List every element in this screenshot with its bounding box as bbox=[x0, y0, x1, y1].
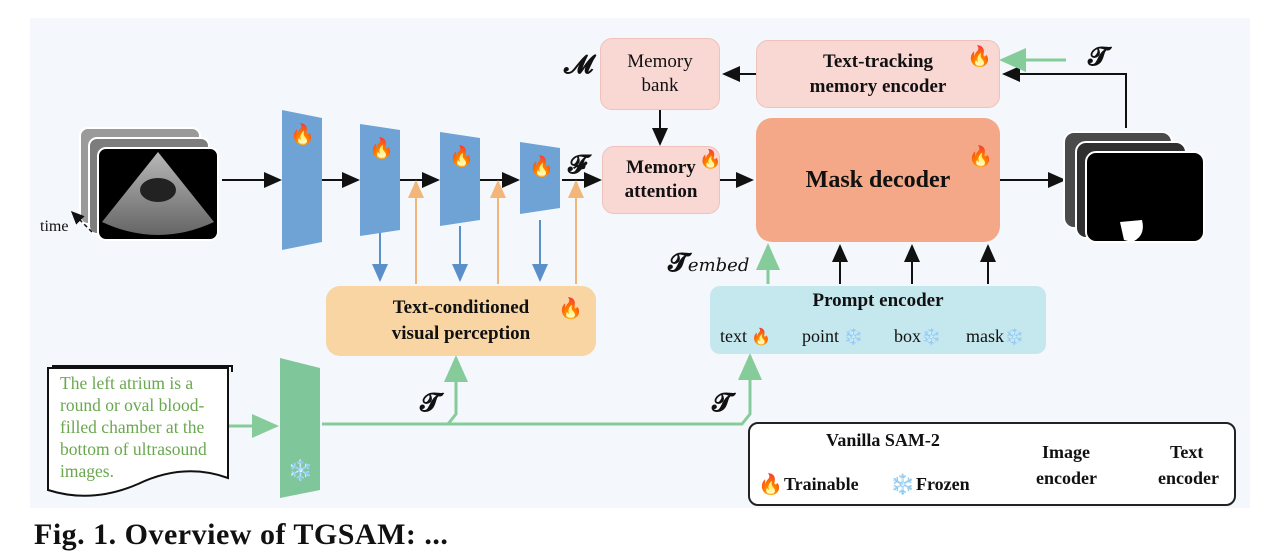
fire-icon: 🔥 bbox=[290, 124, 315, 146]
fire-icon: 🔥 bbox=[968, 146, 993, 168]
output-masks bbox=[1063, 131, 1205, 243]
legend-text-encoder-line1: Text bbox=[1170, 442, 1204, 462]
snowflake-icon: ❄️ bbox=[288, 460, 313, 482]
memory-symbol: 𝓜 bbox=[564, 50, 594, 79]
input-frames bbox=[70, 127, 219, 241]
fire-icon: 🔥 bbox=[967, 46, 992, 68]
prompt-cell-text: text 🔥 bbox=[720, 326, 771, 346]
text-tracking-memory-encoder: Text-tracking memory encoder 🔥 bbox=[756, 40, 1000, 108]
legend-frozen-label: Frozen bbox=[916, 474, 970, 494]
mask-decoder: Mask decoder 🔥 bbox=[756, 118, 1000, 242]
legend-trainable-label: Trainable bbox=[784, 474, 859, 494]
fire-icon: 🔥 bbox=[558, 298, 583, 320]
legend: Vanilla SAM-2 🔥 Trainable ❄️ Frozen Imag… bbox=[748, 422, 1236, 506]
fire-icon: 🔥 bbox=[699, 149, 722, 169]
snowflake-icon: ❄️ bbox=[890, 474, 915, 496]
image-encoder-stage-2 bbox=[360, 124, 400, 236]
snowflake-icon: ❄️ bbox=[839, 329, 863, 346]
prompt-encoder-title: Prompt encoder bbox=[812, 290, 944, 311]
text-conditioned-visual-perception: Text-conditioned visual perception 🔥 bbox=[326, 286, 596, 356]
legend-text-encoder-line2: encoder bbox=[1158, 468, 1219, 488]
text-prompt-content: The left atrium is a round or oval blood… bbox=[60, 373, 207, 481]
fire-icon: 🔥 bbox=[369, 138, 394, 160]
prompt-encoder: Prompt encoder text 🔥 point ❄️ box❄️ mas… bbox=[710, 286, 1046, 354]
snowflake-icon: ❄️ bbox=[921, 329, 941, 346]
prompt-cell-box: box❄️ bbox=[894, 326, 941, 346]
text-prompt-note bbox=[47, 367, 229, 497]
text-symbol-perception: 𝓣 bbox=[420, 388, 440, 417]
figure-caption: Fig. 1. Overview of TGSAM: ... bbox=[34, 518, 449, 551]
legend-image-encoder-line1: Image bbox=[1042, 442, 1090, 462]
time-label: time bbox=[40, 218, 69, 235]
fire-icon: 🔥 bbox=[758, 474, 783, 496]
legend-arrow-label: Vanilla SAM-2 bbox=[826, 430, 940, 450]
image-encoder-stage-4 bbox=[520, 142, 560, 214]
legend-image-encoder-line2: encoder bbox=[1036, 468, 1097, 488]
text-symbol-top: 𝓣 bbox=[1088, 42, 1108, 71]
text-prompt: The left atrium is a round or oval blood… bbox=[46, 368, 230, 490]
snowflake-icon: ❄️ bbox=[1004, 329, 1024, 346]
fire-icon: 🔥 bbox=[449, 146, 474, 168]
image-encoder-stage-3 bbox=[440, 132, 480, 226]
memory-attention: Memory attention 🔥 bbox=[602, 146, 722, 214]
text-symbol-prompt: 𝓣 bbox=[712, 388, 732, 417]
text-encoder bbox=[280, 358, 320, 498]
memory-bank: Memory bank bbox=[600, 38, 720, 110]
prompt-cell-point: point ❄️ bbox=[802, 326, 863, 346]
feature-symbol: 𝓕 bbox=[568, 150, 588, 179]
text-embed-symbol: 𝓣embed bbox=[668, 248, 750, 277]
fire-icon: 🔥 bbox=[529, 156, 554, 178]
image-encoder-stage-1 bbox=[282, 110, 322, 250]
prompt-cell-mask: mask❄️ bbox=[966, 326, 1024, 346]
fire-icon: 🔥 bbox=[747, 329, 771, 346]
